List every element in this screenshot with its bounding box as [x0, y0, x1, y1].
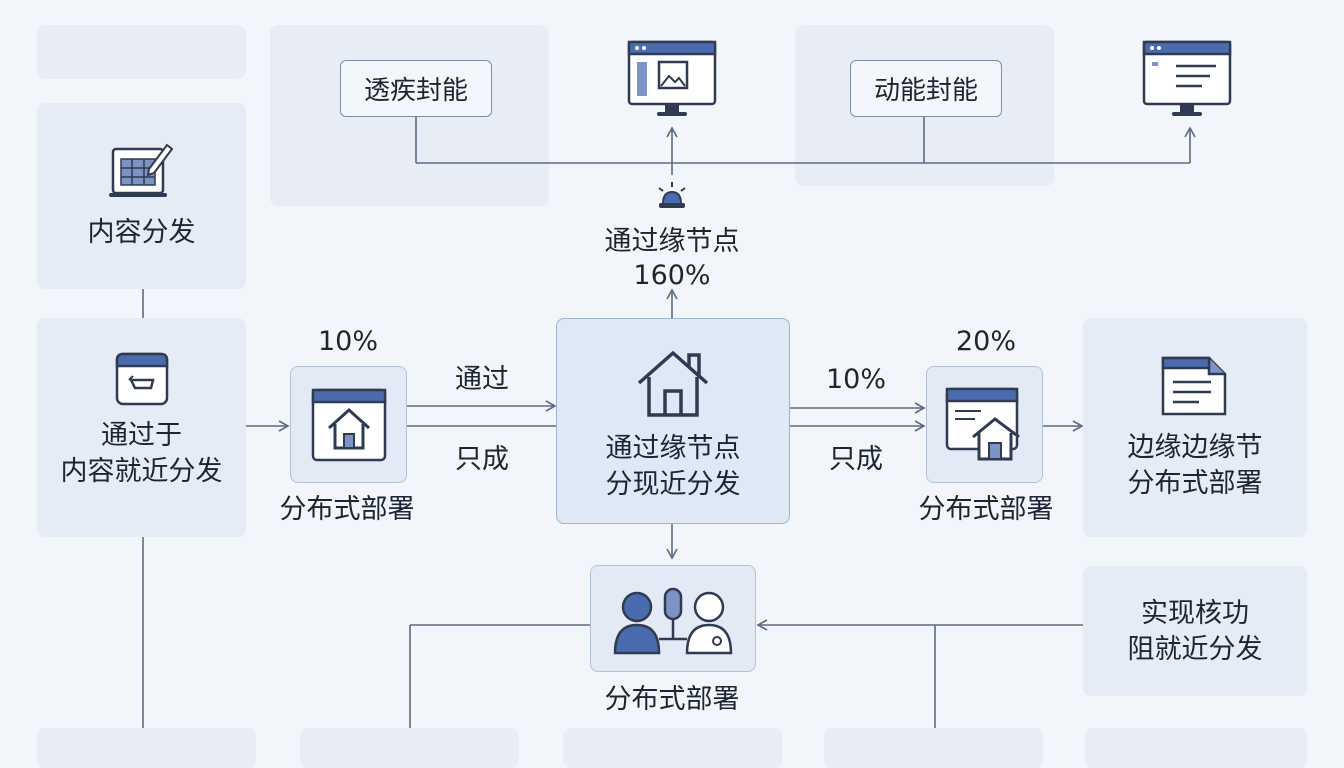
card-nearby-distribution: 通过于 内容就近分发 [37, 318, 246, 537]
house-icon [633, 347, 713, 419]
arrow-upper-label: 通过 [455, 364, 509, 395]
left-tile-caption: 分布式部署 [279, 494, 415, 525]
card-edge-deployment: 边缘边缘节 分布式部署 [1083, 318, 1307, 537]
arrow-lower-label: 只成 [455, 444, 509, 475]
core-nearby-line1: 实现核功 [1141, 598, 1249, 629]
document-icon [1159, 354, 1229, 418]
top-node-label: 通过缘节点 [604, 226, 740, 257]
connector-lines [142, 116, 1196, 728]
edge-deployment-line2: 分布式部署 [1127, 468, 1263, 499]
card-content-distribution: 内容分发 [37, 103, 246, 289]
browser-house-icon [945, 387, 1025, 463]
left-tile [290, 366, 407, 483]
house-browser-icon [311, 388, 387, 462]
edge-deployment-line1: 边缘边缘节 [1127, 432, 1263, 463]
right-tile-percent: 20% [956, 326, 1017, 357]
right-tile [926, 366, 1043, 483]
label-box-left-text: 透疾封能 [363, 76, 468, 106]
users-tile [590, 565, 756, 672]
monitor-image-icon [627, 40, 717, 120]
top-node-percent: 160% [633, 260, 711, 291]
right-tile-caption: 分布式部署 [918, 494, 1054, 525]
center-label-line2: 分现近分发 [605, 469, 741, 500]
nearby-distribution-line1: 通过于 [101, 420, 182, 451]
label-box-right-text: 动能封能 [873, 76, 978, 106]
center-edge-node: 通过缘节点 分现近分发 [556, 318, 790, 524]
browser-card-icon [115, 352, 169, 406]
center-label-line1: 通过缘节点 [605, 433, 741, 464]
spreadsheet-edit-icon [109, 139, 174, 201]
core-nearby-line2: 阻就近分发 [1127, 634, 1263, 665]
users-caption: 分布式部署 [604, 684, 740, 715]
users-icon [611, 583, 735, 655]
content-distribution-label: 内容分发 [87, 217, 196, 248]
right-arrow-percent: 10% [825, 364, 886, 395]
label-box-left: 透疾封能 [340, 60, 492, 117]
card-core-nearby: 实现核功 阻就近分发 [1083, 566, 1307, 696]
label-box-right: 动能封能 [850, 60, 1002, 117]
nearby-distribution-line2: 内容就近分发 [60, 456, 223, 487]
right-arrow-lower-label: 只成 [829, 444, 883, 475]
signal-icon [653, 180, 691, 210]
panel-top-left-empty [37, 25, 246, 79]
left-tile-percent: 10% [318, 326, 379, 357]
monitor-text-icon [1142, 40, 1232, 120]
diagram-canvas: 透疾封能 动能封能 [37, 25, 1307, 728]
